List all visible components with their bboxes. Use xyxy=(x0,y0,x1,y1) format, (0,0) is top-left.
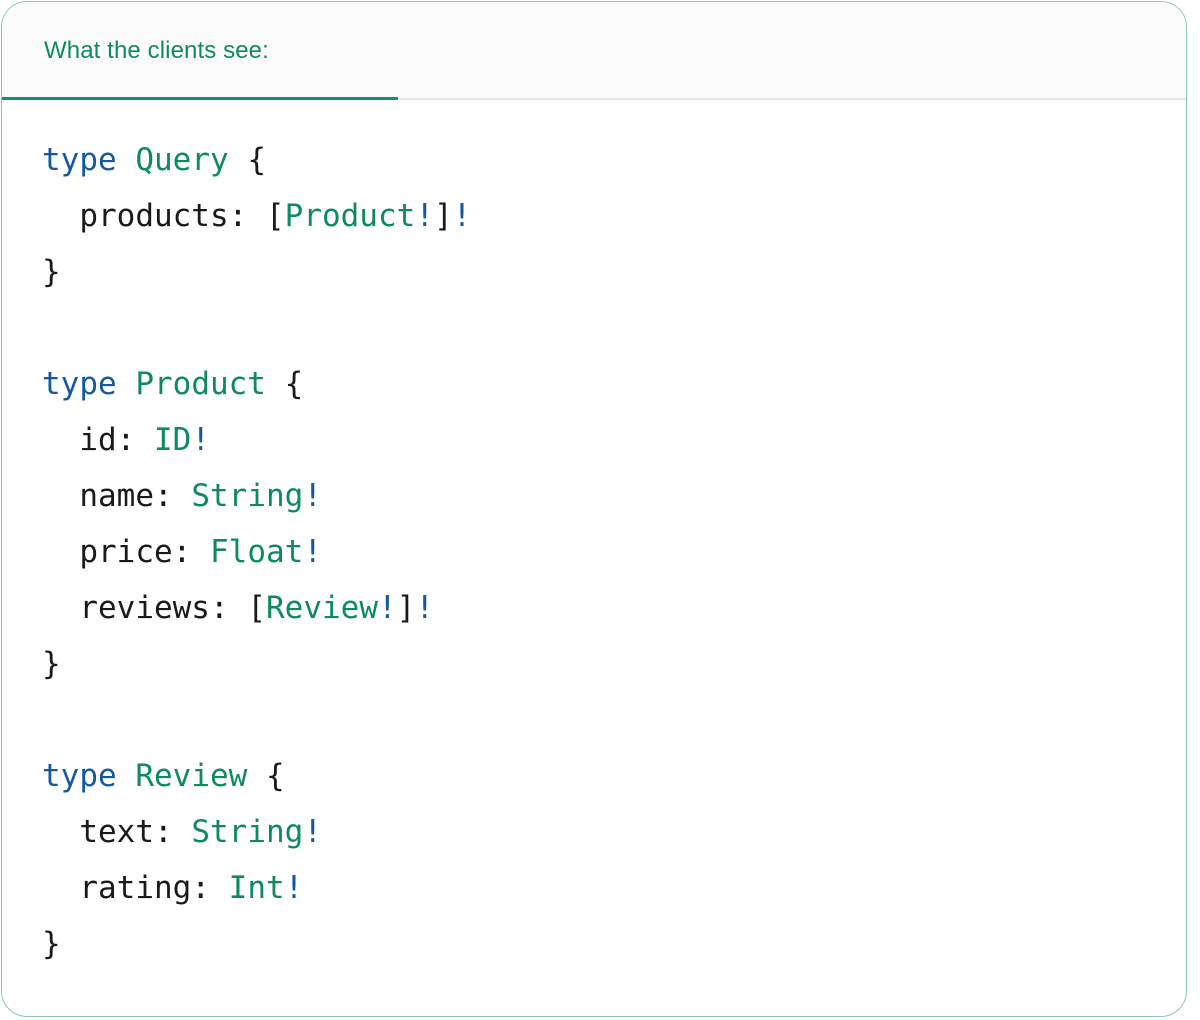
keyword-type: type xyxy=(42,142,117,178)
field-rating: rating xyxy=(79,870,192,906)
open-brace: { xyxy=(284,366,304,402)
type-name-int: Int xyxy=(228,870,285,906)
type-name-id: ID xyxy=(154,422,192,458)
non-null-marker: ! xyxy=(377,590,397,626)
keyword-type: type xyxy=(42,758,117,794)
code-block: type Query { products: [Product!]! } typ… xyxy=(2,100,1186,972)
type-name-review: Review xyxy=(266,590,378,626)
non-null-marker: ! xyxy=(191,422,210,458)
non-null-marker: ! xyxy=(415,590,434,626)
colon: : xyxy=(116,422,136,458)
close-brace: } xyxy=(42,926,61,962)
colon: : xyxy=(191,870,210,906)
field-id: id xyxy=(79,422,117,458)
type-name-product: Product xyxy=(284,198,416,234)
tab-active-indicator xyxy=(2,97,398,100)
close-brace: } xyxy=(42,254,61,290)
field-name: name xyxy=(79,478,154,514)
close-brace: } xyxy=(42,646,61,682)
field-reviews: reviews xyxy=(79,590,210,626)
colon: : xyxy=(153,814,173,850)
non-null-marker: ! xyxy=(284,870,304,906)
type-name-query: Query xyxy=(135,142,229,178)
field-price: price xyxy=(79,534,173,570)
tab-bar-divider xyxy=(2,98,1186,100)
tab-label: What the clients see: xyxy=(44,37,269,64)
close-bracket: ] xyxy=(433,198,453,234)
tab-what-the-clients-see[interactable]: What the clients see: xyxy=(2,2,398,100)
type-name-float: Float xyxy=(210,534,304,570)
type-name-string: String xyxy=(191,478,304,514)
colon: : xyxy=(172,534,192,570)
non-null-marker: ! xyxy=(303,534,322,570)
open-brace: { xyxy=(265,758,285,794)
non-null-marker: ! xyxy=(303,814,322,850)
type-name-product: Product xyxy=(135,366,266,402)
field-products: products xyxy=(79,198,229,234)
tab-bar: What the clients see: xyxy=(2,2,1186,100)
type-name-string: String xyxy=(191,814,304,850)
colon: : xyxy=(209,590,229,626)
non-null-marker: ! xyxy=(452,198,472,234)
type-name-review: Review xyxy=(135,758,248,794)
open-bracket: [ xyxy=(265,198,285,234)
close-bracket: ] xyxy=(396,590,416,626)
open-brace: { xyxy=(247,142,266,178)
graphql-schema-code[interactable]: type Query { products: [Product!]! } typ… xyxy=(2,132,1186,972)
colon: : xyxy=(153,478,173,514)
keyword-type: type xyxy=(42,366,117,402)
colon: : xyxy=(228,198,248,234)
non-null-marker: ! xyxy=(303,478,322,514)
field-text: text xyxy=(79,814,154,850)
non-null-marker: ! xyxy=(415,198,434,234)
open-bracket: [ xyxy=(247,590,266,626)
